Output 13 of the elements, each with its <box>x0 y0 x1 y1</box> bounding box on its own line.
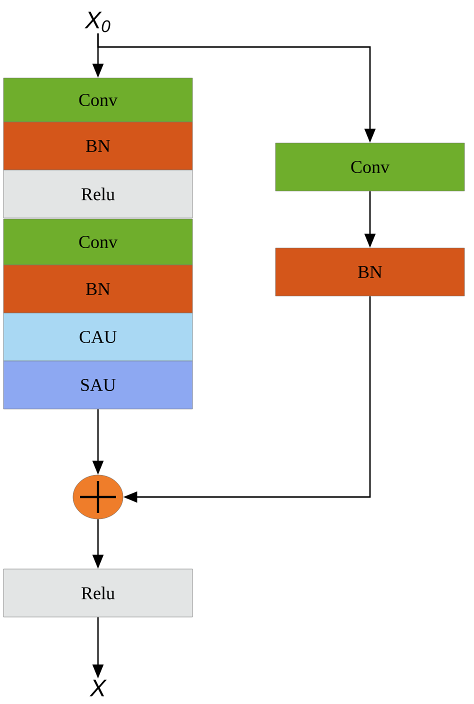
layer-box: BN <box>275 248 465 296</box>
layer-box: CAU <box>3 312 193 362</box>
sum-circle <box>72 474 124 520</box>
layer-box: Conv <box>275 142 465 192</box>
variable-label: X <box>90 680 107 696</box>
layer-box: BN <box>3 122 193 170</box>
variable-label: X$_{0}$ <box>84 12 110 32</box>
layer-box: Relu <box>3 170 193 218</box>
layer-box: Relu <box>3 568 193 618</box>
layer-box: Conv <box>3 78 193 122</box>
layer-box: BN <box>3 264 193 314</box>
layer-box: SAU <box>3 360 193 410</box>
layer-box: Conv <box>3 218 193 266</box>
